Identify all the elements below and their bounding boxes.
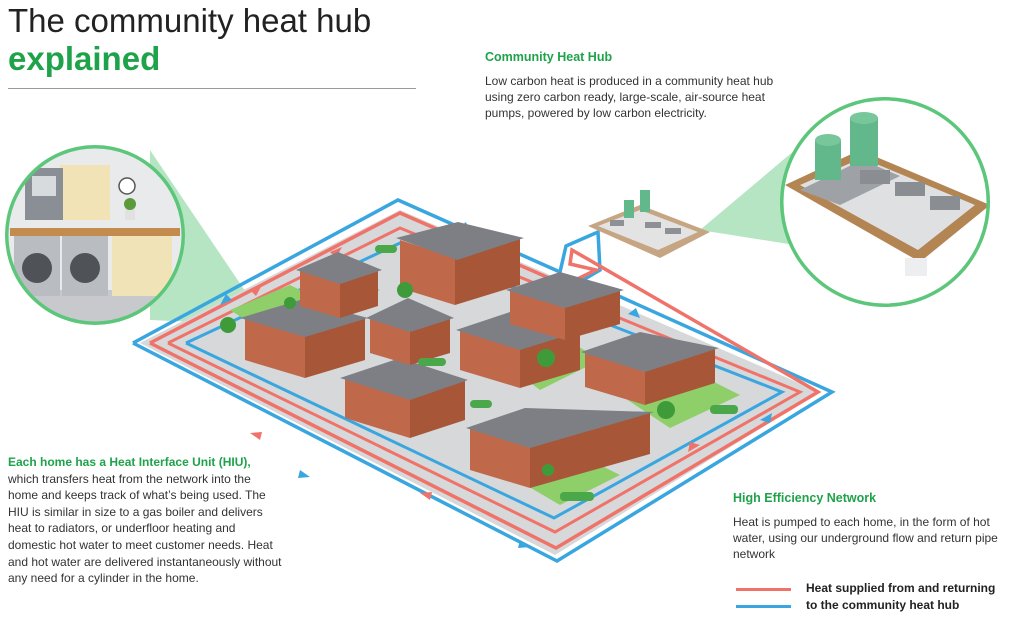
home-interior-callout: [5, 145, 185, 325]
cupboard: [60, 165, 110, 220]
heat-pump-icon: [860, 170, 960, 210]
network-description: Heat is pumped to each home, in the form…: [733, 515, 998, 561]
house-icon: [506, 272, 624, 340]
house-icon: [340, 358, 468, 438]
hiu-body: which transfers heat from the network in…: [8, 471, 282, 586]
hiu-lead: Each home has a Heat Interface Unit (HIU…: [8, 455, 251, 469]
legend-label-line2: to the community heat hub: [806, 598, 960, 612]
heat-pump-icon: [588, 190, 710, 258]
page-title-line1: The community heat hub: [8, 2, 372, 39]
legend-label-line1: Heat supplied from and returning: [806, 581, 996, 595]
hiu-description: Each home has a Heat Interface Unit (HIU…: [8, 454, 283, 587]
hiu-callout-beam: [150, 150, 268, 325]
legend-return-swatch: [736, 605, 791, 608]
legend-flow-swatch: [736, 588, 791, 591]
heat-hub-callout: [780, 97, 990, 307]
worktop: [10, 228, 180, 236]
hedges: [375, 245, 738, 501]
water-tank: [815, 112, 878, 180]
house-icon: [396, 222, 524, 305]
house-icon: [240, 300, 368, 378]
hub-description: Low carbon heat is produced in a communi…: [485, 74, 774, 120]
hub-heading: Community Heat Hub: [485, 50, 613, 64]
cabinet: [112, 236, 172, 296]
house-icon: [581, 332, 719, 405]
clock-icon: [118, 177, 136, 195]
legend-label: Heat supplied from and returning to the …: [806, 580, 995, 614]
network-heading: High Efficiency Network: [733, 491, 877, 505]
house-icon: [366, 298, 454, 365]
house-icon: [296, 252, 382, 318]
hub-callout-beam: [700, 150, 795, 245]
title-divider: [8, 88, 416, 89]
page-title-line2: explained: [8, 40, 161, 77]
house-icon: [466, 408, 654, 488]
plant-icon: [125, 208, 135, 220]
tree-icon: [220, 282, 675, 476]
